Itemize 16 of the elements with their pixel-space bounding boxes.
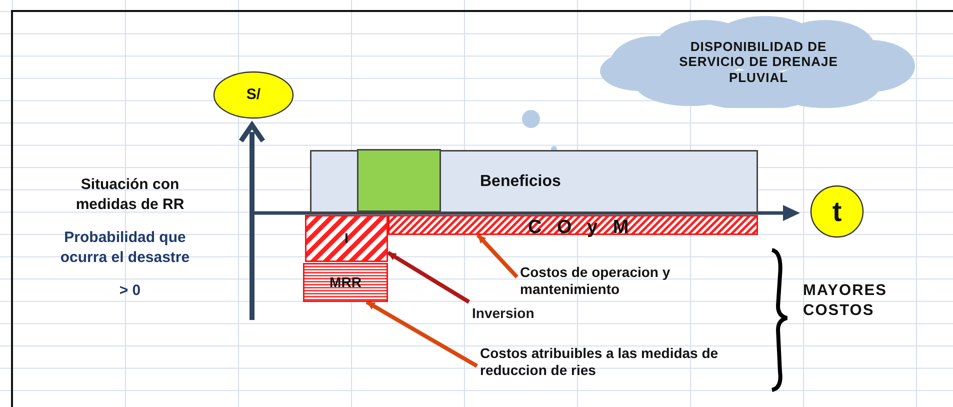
arrow — [476, 234, 518, 278]
node-label: Beneficios — [480, 172, 561, 192]
text-label: Situación con medidas de RR — [74, 175, 186, 214]
text-label: Probabilidad que ocurra el desastre — [59, 228, 191, 267]
node-label: t — [832, 194, 842, 228]
node-label: MRR — [330, 274, 362, 291]
node-label: I — [344, 230, 348, 247]
arrow — [386, 250, 470, 304]
node-label: DISPONIBILIDAD DE SERVICIO DE DRENAJE PLUVIAL — [678, 38, 839, 86]
node-label: S/ — [246, 86, 261, 104]
callout-text: Costos atribuibles a las medidas de reduccion de ries — [480, 345, 720, 379]
callout-text: Costos de operacion y mantenimiento — [520, 264, 672, 298]
callout-text: Inversion — [472, 304, 534, 322]
text-label: MAYORES COSTOS — [803, 281, 888, 322]
text-label: > 0 — [118, 281, 142, 300]
arrow — [366, 300, 478, 368]
